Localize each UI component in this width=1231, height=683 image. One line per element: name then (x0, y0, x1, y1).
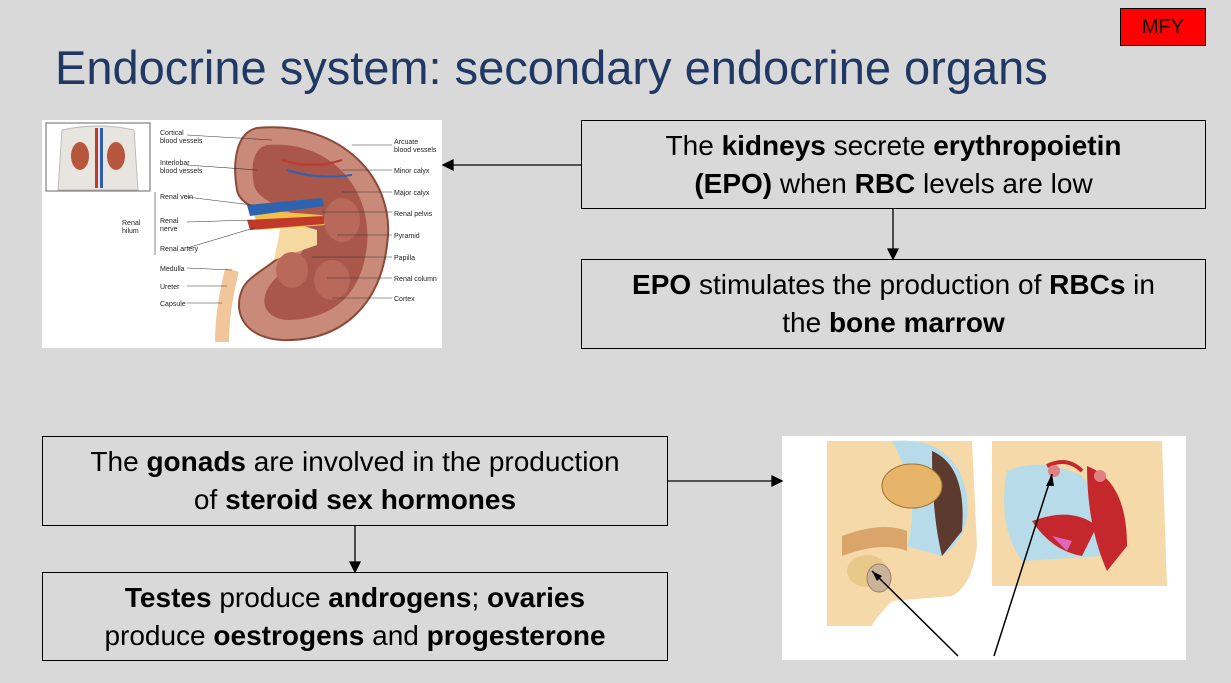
label-medulla: Medulla (160, 266, 185, 273)
text-span: stimulates the production of (691, 269, 1050, 300)
female-pelvis-icon (992, 441, 1167, 586)
kidney-icon (215, 126, 390, 343)
arrowhead-left-icon (441, 158, 454, 172)
text-span: of (193, 484, 226, 515)
text-span: ; (471, 581, 487, 613)
arrowhead-right-icon (771, 474, 784, 488)
bold-androgens: androgens (328, 581, 472, 613)
label-cortex: Cortex (394, 296, 415, 303)
label-cortical-2: blood vessels (160, 138, 203, 145)
bold-oestrogens: oestrogens (213, 619, 365, 651)
epo-stimulates-box: EPO stimulates the production of RBCs in… (581, 259, 1206, 349)
bold-steroid-sex-hormones: steroid sex hormones (225, 484, 517, 515)
text-span: are involved in the production (246, 446, 620, 477)
label-renal-vein: Renal vein (160, 194, 193, 201)
text-span: when (772, 167, 855, 199)
label-capsule: Capsule (160, 301, 186, 308)
author-badge: MFY (1120, 8, 1206, 46)
bold-progesterone: progesterone (426, 619, 606, 651)
label-ureter: Ureter (160, 284, 180, 291)
bold-testes: Testes (124, 581, 212, 613)
bold-kidneys: kidneys (721, 129, 826, 161)
label-renal-artery: Renal artery (160, 246, 199, 253)
male-pelvis-icon (827, 440, 977, 626)
label-renal-nerve-2: nerve (160, 226, 178, 233)
gonads-box: The gonads are involved in the productio… (42, 436, 668, 526)
label-renal-pelvis: Renal pelvis (394, 211, 433, 218)
label-interlobar-2: blood vessels (160, 168, 203, 175)
label-renal-nerve: Renal (160, 218, 179, 225)
label-minor-calyx: Minor calyx (394, 168, 430, 175)
testes-ovaries-box: Testes produce androgens; ovaries produc… (42, 572, 668, 661)
text-span: the (782, 307, 829, 338)
label-renal-hilum-2: hilum (122, 228, 139, 235)
slide-title: Endocrine system: secondary endocrine or… (55, 41, 1048, 94)
torso-inset-icon (57, 125, 139, 191)
label-papilla: Papilla (394, 255, 415, 262)
bold-gonads: gonads (146, 446, 246, 477)
arrowhead-down-icon (348, 561, 362, 574)
bold-rbcs: RBCs (1049, 269, 1126, 300)
label-interlobar: Interlobar (160, 160, 190, 167)
text-span: and (364, 619, 427, 651)
bold-bone-marrow: bone marrow (828, 307, 1005, 338)
text-span: produce (104, 619, 214, 651)
text-span: The (90, 446, 147, 477)
bold-erythropoietin: erythropoietin (933, 129, 1122, 161)
label-renal-hilum: Renal (122, 220, 141, 227)
label-arcuate-2: blood vessels (394, 147, 437, 154)
text-span: secrete (825, 129, 934, 161)
text-span: produce (211, 581, 329, 613)
label-renal-column: Renal column (394, 276, 437, 283)
text-span: in (1125, 269, 1155, 300)
kidney-diagram: Cortical blood vessels Interlobar blood … (42, 120, 442, 348)
label-major-calyx: Major calyx (394, 190, 430, 197)
bold-epo: EPO (632, 269, 692, 300)
bold-rbc: RBC (854, 167, 916, 199)
text-span: The (665, 129, 722, 161)
bold-ovaries: ovaries (487, 581, 586, 613)
label-cortical: Cortical (160, 130, 184, 137)
label-arcuate: Arcuate (394, 139, 418, 146)
reproductive-organs-diagram (782, 436, 1186, 660)
label-pyramid: Pyramid (394, 233, 420, 240)
bold-epo: (EPO) (694, 167, 773, 199)
arrowhead-down-icon (886, 248, 900, 261)
text-span: levels are low (915, 167, 1093, 199)
kidneys-epo-box: The kidneys secrete erythropoietin (EPO)… (581, 120, 1206, 209)
